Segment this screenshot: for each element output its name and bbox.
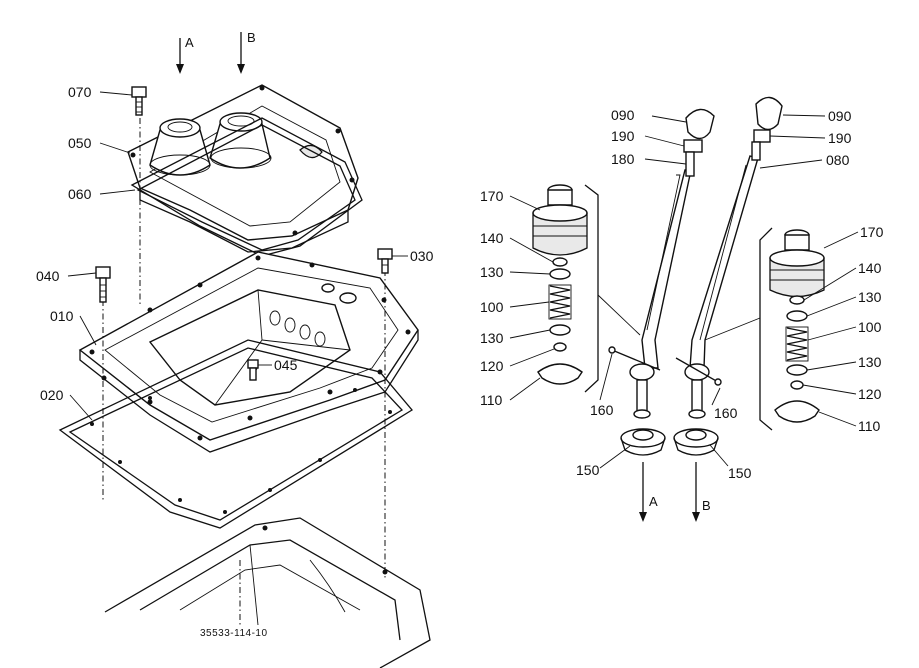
- label-100-right: 100: [858, 319, 882, 335]
- label-010: 010: [50, 308, 74, 324]
- label-130-right-top: 130: [858, 289, 882, 305]
- label-190-right: 190: [828, 130, 852, 146]
- drawing-number: 35533-114-10: [200, 628, 268, 639]
- label-090-left: 090: [611, 107, 635, 123]
- arrow-label-b-bottom: B: [702, 498, 711, 513]
- label-140-left: 140: [480, 230, 504, 246]
- top-arrow-b: [237, 32, 245, 74]
- bolt-045: [247, 359, 259, 381]
- label-170-right: 170: [860, 224, 884, 240]
- label-120-left: 120: [480, 358, 504, 374]
- assembly-centerlines: [102, 118, 386, 625]
- bottom-arrow-a: [639, 462, 647, 522]
- label-160-left: 160: [590, 402, 614, 418]
- label-130-left-top: 130: [480, 264, 504, 280]
- label-130-right-bottom: 130: [858, 354, 882, 370]
- label-080: 080: [826, 152, 850, 168]
- label-140-right: 140: [858, 260, 882, 276]
- detent-stack-left: [532, 184, 641, 393]
- top-cover-050: [127, 84, 359, 253]
- label-110-left: 110: [480, 392, 503, 408]
- label-100-left: 100: [480, 299, 504, 315]
- bottom-arrow-b: [692, 462, 700, 522]
- label-150-left: 150: [576, 462, 600, 478]
- arrow-label-a-top: A: [185, 35, 194, 50]
- leader-lines: [67, 91, 859, 469]
- shift-lever-right: [673, 96, 783, 456]
- gasket-060: [130, 117, 363, 257]
- bolt-030: [377, 248, 393, 274]
- bolt-040: [95, 266, 111, 303]
- shift-lever-left: [608, 108, 715, 456]
- label-045: 045: [274, 357, 298, 373]
- label-050: 050: [68, 135, 92, 151]
- gasket-020: [58, 339, 413, 529]
- arrow-label-b-top: B: [247, 30, 256, 45]
- part-labels: 070 050 060 040 010 020 030 045 090 190 …: [36, 30, 884, 639]
- label-130-left-bottom: 130: [480, 330, 504, 346]
- label-180: 180: [611, 151, 635, 167]
- arrow-label-a-bottom: A: [649, 494, 658, 509]
- bolt-070: [131, 86, 147, 116]
- transmission-case-010: [78, 251, 419, 453]
- label-020: 020: [40, 387, 64, 403]
- label-090-right: 090: [828, 108, 852, 124]
- label-040: 040: [36, 268, 60, 284]
- label-030: 030: [410, 248, 434, 264]
- label-110-right: 110: [858, 418, 881, 434]
- label-120-right: 120: [858, 386, 882, 402]
- label-160-right: 160: [714, 405, 738, 421]
- label-190-left: 190: [611, 128, 635, 144]
- label-170-left: 170: [480, 188, 504, 204]
- label-150-right: 150: [728, 465, 752, 481]
- top-arrow-a: [176, 38, 184, 74]
- label-070: 070: [68, 84, 92, 100]
- cover-boss-b: [209, 112, 272, 169]
- cover-boss-a: [149, 118, 211, 176]
- label-060: 060: [68, 186, 92, 202]
- lower-housing: [104, 517, 431, 668]
